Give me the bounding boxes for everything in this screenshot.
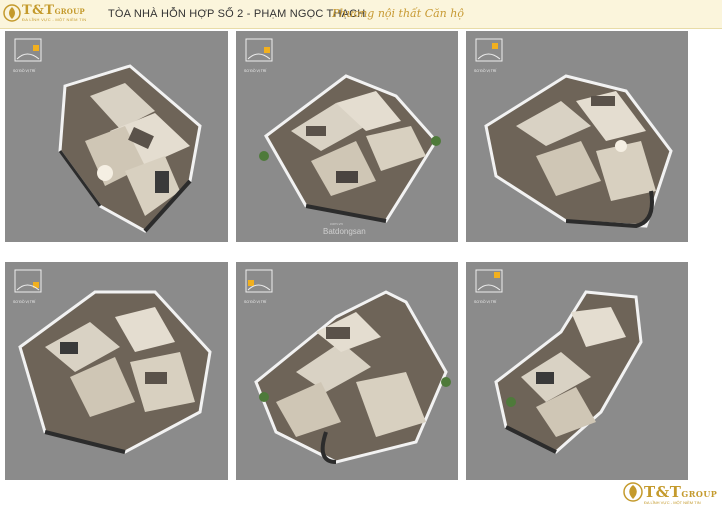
lotus-logo-icon (623, 482, 643, 502)
floorplan-render-4 (18, 290, 212, 454)
watermark-small: com.vn (330, 221, 343, 226)
logo-name: T&TGROUP (22, 3, 85, 18)
key-label: SƠ ĐỒ VỊ TRÍ (13, 300, 36, 304)
batdongsan-watermark: Batdongsan (323, 227, 366, 236)
key-label: SƠ ĐỒ VỊ TRÍ (13, 69, 36, 73)
key-label: SƠ ĐỒ VỊ TRÍ (474, 69, 497, 73)
floorplan-render-2 (259, 74, 441, 223)
footer-logo-tagline: ĐA LĨNH VỰC - MỘT NIỀM TIN (644, 500, 701, 505)
floorplan-render-5 (254, 290, 451, 464)
floorplan-panel-2: SƠ ĐỒ VỊ TRÍ (236, 31, 458, 242)
lotus-logo-icon (3, 4, 21, 22)
key-label: SƠ ĐỒ VỊ TRÍ (244, 69, 267, 73)
page-title: TÒA NHÀ HỖN HỢP SỐ 2 - PHẠM NGỌC THẠCH (108, 8, 366, 20)
floorplan-render-1 (58, 64, 202, 233)
footer-logo: T&TGROUP ĐA LĨNH VỰC - MỘT NIỀM TIN (622, 478, 718, 508)
footer-logo-name: T&TGROUP (644, 483, 718, 501)
page-subtitle: Phương nội thất Căn hộ (332, 7, 464, 20)
logo-tagline: ĐA LĨNH VỰC - MỘT NIỀM TIN (22, 17, 87, 22)
floorplan-panel-3: SƠ ĐỒ VỊ TRÍ (466, 31, 688, 242)
floorplan-panel-1: SƠ ĐỒ VỊ TRÍ (5, 31, 228, 242)
floorplan-render-3 (484, 74, 673, 229)
floorplan-render-6 (494, 290, 643, 454)
key-label: SƠ ĐỒ VỊ TRÍ (244, 300, 267, 304)
tt-group-logo: T&TGROUP ĐA LĨNH VỰC - MỘT NIỀM TIN (2, 2, 86, 24)
floorplan-panel-6: SƠ ĐỒ VỊ TRÍ (466, 262, 688, 480)
key-label: SƠ ĐỒ VỊ TRÍ (474, 300, 497, 304)
floorplan-panel-4: SƠ ĐỒ VỊ TRÍ (5, 262, 228, 480)
page-header: T&TGROUP ĐA LĨNH VỰC - MỘT NIỀM TIN TÒA … (0, 0, 722, 29)
floorplan-panel-5: SƠ ĐỒ VỊ TRÍ (236, 262, 458, 480)
